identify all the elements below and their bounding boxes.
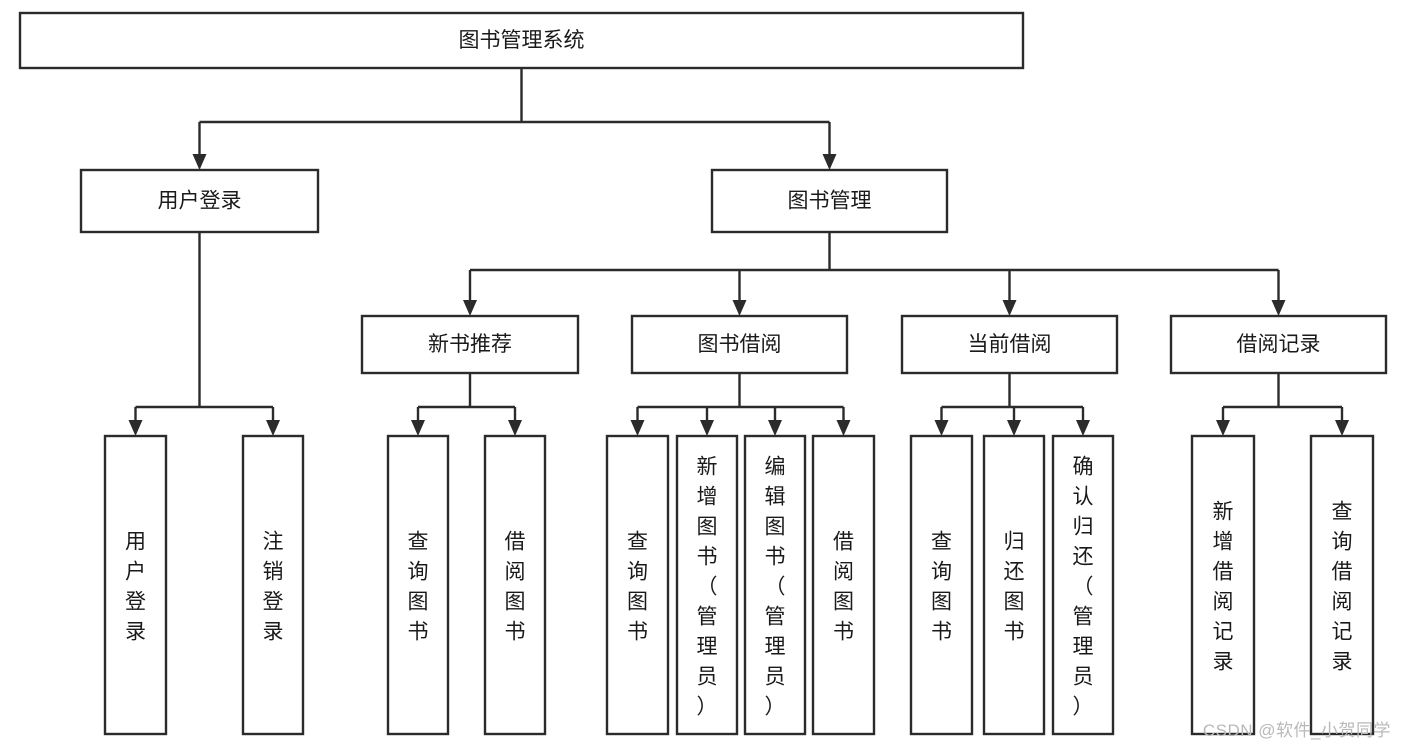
book-borrow-to-leaf-edit-book-2-arrowhead xyxy=(768,420,782,436)
node-leaf-query-book-borrow[interactable]: 查询图书 xyxy=(605,434,670,736)
current-borrow-to-leaf-return-book-1-arrowhead xyxy=(1007,420,1021,436)
borrow-record-to-leaf-query-borrow-record-1-arrowhead xyxy=(1335,420,1349,436)
user-login-to-leaf-user-logout-1-arrowhead xyxy=(266,420,280,436)
book-management-to-new-book-recommend-0-arrowhead xyxy=(463,300,477,316)
node-label-leaf-return-book: 归还图书 xyxy=(1004,530,1025,643)
node-box-leaf-query-borrow-record xyxy=(1309,434,1375,736)
node-leaf-query-book-current[interactable]: 查询图书 xyxy=(909,434,974,736)
node-box-current-borrow xyxy=(900,314,1119,375)
node-leaf-confirm-return[interactable]: 确认归还（管理员） xyxy=(1051,434,1115,736)
node-label-book-borrow: 图书借阅 xyxy=(698,333,782,356)
node-label-leaf-query-borrow-record: 查询借阅记录 xyxy=(1332,500,1353,673)
node-box-leaf-user-logout xyxy=(241,434,305,736)
node-leaf-add-borrow-record[interactable]: 新增借阅记录 xyxy=(1190,434,1256,736)
node-label-current-borrow: 当前借阅 xyxy=(968,333,1052,356)
root-to-book-management-1-arrowhead xyxy=(822,154,837,170)
node-root[interactable]: 图书管理系统 xyxy=(18,11,1025,70)
node-box-leaf-borrow-book-recommend xyxy=(483,434,547,736)
root-to-user-login-0-arrowhead xyxy=(192,154,207,170)
node-label-book-management: 图书管理 xyxy=(788,190,872,213)
node-box-root xyxy=(18,11,1025,70)
node-leaf-user-login[interactable]: 用户登录 xyxy=(103,434,168,736)
node-label-root: 图书管理系统 xyxy=(459,29,585,52)
book-borrow-to-leaf-borrow-book-3-arrowhead xyxy=(836,420,851,436)
node-book-borrow[interactable]: 图书借阅 xyxy=(630,314,849,375)
nodes-layer: 图书管理系统用户登录图书管理新书推荐图书借阅当前借阅借阅记录用户登录注销登录查询… xyxy=(18,11,1388,736)
node-box-leaf-borrow-book xyxy=(811,434,876,736)
node-leaf-query-borrow-record[interactable]: 查询借阅记录 xyxy=(1309,434,1375,736)
node-leaf-borrow-book[interactable]: 借阅图书 xyxy=(811,434,876,736)
node-box-leaf-return-book xyxy=(982,434,1046,736)
borrow-record-to-leaf-add-borrow-record-0-arrowhead xyxy=(1216,420,1230,436)
node-label-leaf-user-logout: 注销登录 xyxy=(263,530,284,643)
node-leaf-edit-book[interactable]: 编辑图书（管理员） xyxy=(743,434,807,736)
node-new-book-recommend[interactable]: 新书推荐 xyxy=(360,314,580,375)
node-box-leaf-user-login xyxy=(103,434,168,736)
node-box-user-login xyxy=(79,168,320,234)
node-label-leaf-borrow-book: 借阅图书 xyxy=(833,530,854,643)
node-label-leaf-query-book-borrow: 查询图书 xyxy=(627,530,648,643)
new-book-recommend-to-leaf-borrow-book-recommend-1-arrowhead xyxy=(508,420,522,436)
node-box-book-management xyxy=(710,168,949,234)
book-management-to-borrow-record-3-arrowhead xyxy=(1271,300,1286,316)
node-label-leaf-borrow-book-recommend: 借阅图书 xyxy=(505,530,526,643)
node-box-leaf-edit-book xyxy=(743,434,807,736)
book-borrow-to-leaf-query-book-borrow-0-arrowhead xyxy=(630,420,645,436)
node-label-new-book-recommend: 新书推荐 xyxy=(428,333,512,356)
new-book-recommend-to-leaf-query-book-recommend-0-arrowhead xyxy=(411,420,425,436)
node-label-leaf-add-book: 新增图书（管理员） xyxy=(697,455,718,718)
node-label-leaf-user-login: 用户登录 xyxy=(125,530,146,643)
node-box-leaf-add-borrow-record xyxy=(1190,434,1256,736)
node-borrow-record[interactable]: 借阅记录 xyxy=(1169,314,1388,375)
node-box-leaf-query-book-borrow xyxy=(605,434,670,736)
node-label-user-login: 用户登录 xyxy=(158,190,242,213)
node-leaf-query-book-recommend[interactable]: 查询图书 xyxy=(386,434,450,736)
node-label-borrow-record: 借阅记录 xyxy=(1237,333,1321,356)
node-label-leaf-confirm-return: 确认归还（管理员） xyxy=(1073,455,1094,718)
node-user-login[interactable]: 用户登录 xyxy=(79,168,320,234)
node-leaf-user-logout[interactable]: 注销登录 xyxy=(241,434,305,736)
book-borrow-to-leaf-add-book-1-arrowhead xyxy=(700,420,714,436)
book-management-to-current-borrow-2-arrowhead xyxy=(1002,300,1017,316)
node-current-borrow[interactable]: 当前借阅 xyxy=(900,314,1119,375)
node-label-leaf-query-book-current: 查询图书 xyxy=(931,530,952,643)
node-label-leaf-add-borrow-record: 新增借阅记录 xyxy=(1213,500,1234,673)
node-label-leaf-query-book-recommend: 查询图书 xyxy=(408,530,429,643)
node-box-leaf-query-book-recommend xyxy=(386,434,450,736)
node-book-management[interactable]: 图书管理 xyxy=(710,168,949,234)
current-borrow-to-leaf-query-book-current-0-arrowhead xyxy=(934,420,949,436)
connectors-layer xyxy=(128,68,1349,436)
node-box-new-book-recommend xyxy=(360,314,580,375)
user-login-to-leaf-user-login-0-arrowhead xyxy=(128,420,143,436)
current-borrow-to-leaf-confirm-return-2-arrowhead xyxy=(1076,420,1090,436)
node-box-borrow-record xyxy=(1169,314,1388,375)
node-box-leaf-add-book xyxy=(675,434,739,736)
node-leaf-add-book[interactable]: 新增图书（管理员） xyxy=(675,434,739,736)
node-box-leaf-confirm-return xyxy=(1051,434,1115,736)
node-leaf-borrow-book-recommend[interactable]: 借阅图书 xyxy=(483,434,547,736)
book-management-to-book-borrow-1-arrowhead xyxy=(732,300,747,316)
node-leaf-return-book[interactable]: 归还图书 xyxy=(982,434,1046,736)
node-label-leaf-edit-book: 编辑图书（管理员） xyxy=(765,455,786,718)
node-box-book-borrow xyxy=(630,314,849,375)
node-box-leaf-query-book-current xyxy=(909,434,974,736)
